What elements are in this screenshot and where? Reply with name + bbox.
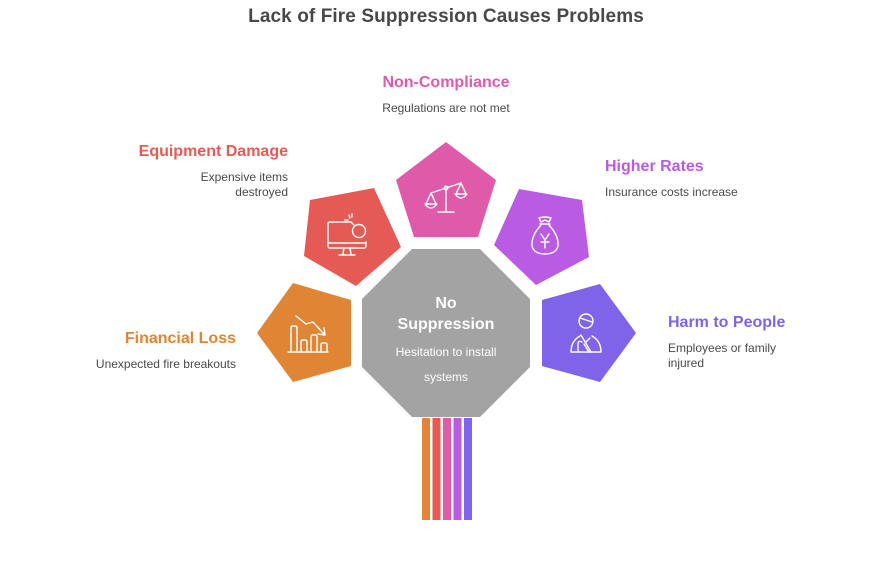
- label-equipment-damage: Equipment Damage Expensive items destroy…: [100, 142, 288, 200]
- label-harm-to-people: Harm to People Employees or family injur…: [668, 313, 848, 371]
- stems: [422, 418, 472, 520]
- pentagon-higher-rates: [494, 189, 589, 285]
- pentagon-equipment-damage: [304, 188, 401, 286]
- money-bag-yen-icon: [531, 216, 559, 255]
- stem-non-compliance: [443, 418, 451, 520]
- declining-bar-chart-icon: [287, 315, 329, 353]
- label-higher-rates: Higher Rates Insurance costs increase: [605, 157, 805, 200]
- higher-rates-heading: Higher Rates: [605, 158, 704, 175]
- higher-rates-desc: Insurance costs increase: [605, 185, 738, 199]
- stem-financial-loss: [422, 418, 430, 520]
- pentagon-harm-to-people: [542, 284, 636, 382]
- equipment-damage-desc-line1: Expensive items: [200, 170, 288, 184]
- financial-loss-desc: Unexpected fire breakouts: [95, 357, 236, 371]
- monitor-with-bomb-icon: [327, 213, 367, 256]
- equipment-damage-desc-line2: destroyed: [235, 185, 288, 199]
- center-desc-line2: systems: [423, 370, 468, 384]
- equipment-damage-heading: Equipment Damage: [138, 143, 288, 160]
- harm-to-people-heading: Harm to People: [668, 314, 786, 331]
- harm-to-people-desc-line1: Employees or family: [668, 341, 777, 355]
- injured-person-icon: [570, 313, 602, 353]
- center-heading-line1: No: [435, 295, 457, 312]
- stem-equipment-damage: [432, 418, 441, 520]
- stem-harm-to-people: [464, 418, 472, 520]
- center-octagon: [362, 249, 530, 417]
- stem-higher-rates: [453, 418, 462, 520]
- harm-to-people-desc-line2: injured: [668, 356, 705, 370]
- balance-scale-icon: [424, 182, 468, 213]
- center-block: No Suppression Hesitation to install sys…: [372, 293, 520, 385]
- center-heading-line2: Suppression: [397, 316, 495, 333]
- label-financial-loss: Financial Loss Unexpected fire breakouts: [60, 329, 236, 372]
- diagram-title: Lack of Fire Suppression Causes Problems: [248, 6, 644, 27]
- pentagon-financial-loss: [257, 283, 351, 382]
- center-desc-line1: Hesitation to install: [395, 345, 497, 359]
- non-compliance-desc: Regulations are not met: [382, 101, 510, 115]
- financial-loss-heading: Financial Loss: [124, 330, 236, 347]
- non-compliance-heading: Non-Compliance: [382, 74, 510, 91]
- label-non-compliance: Non-Compliance Regulations are not met: [346, 73, 546, 116]
